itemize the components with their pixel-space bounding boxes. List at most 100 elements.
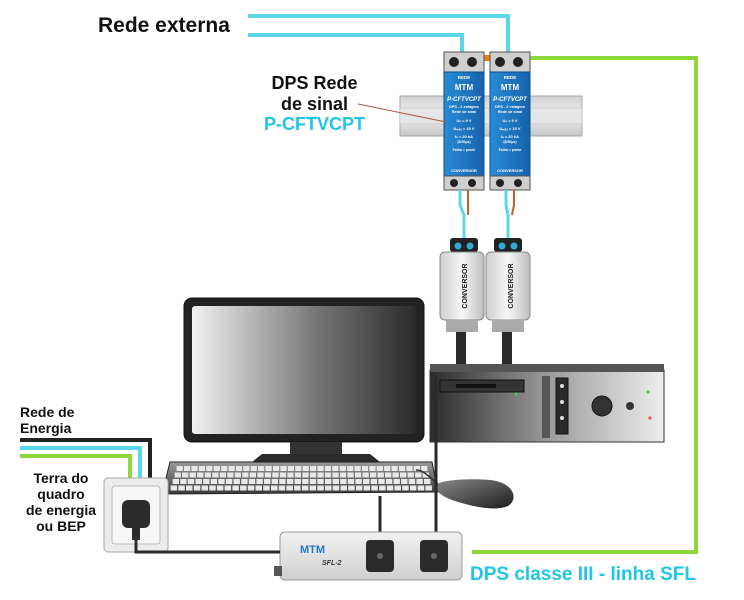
keyboard-key [265,466,272,471]
module-right-desc2: Rede de sinal [498,110,522,114]
keyboard-key [243,466,250,471]
keyboard-key [294,472,302,478]
keyboard-key [228,466,235,471]
keyboard-key [287,466,294,471]
keyboard-key [176,466,183,471]
keyboard-key [355,479,362,484]
module-right-spec4: (8/20μs) [503,140,516,144]
keyboard-key [287,472,294,478]
energy-network-label-line1: Rede de [20,404,75,420]
module-right-spec2: Uₘₐₓ = 15 V [499,126,520,131]
keyboard-key [280,466,287,471]
keyboard-key [302,479,309,484]
dps-class3-label: DPS classe III - linha SFL [470,564,696,585]
ground-label-line1: Terra do [33,470,89,486]
power-strip-model: SFL-2 [322,560,342,567]
ground-label-line2: quadro [37,486,85,503]
keyboard-key [174,472,181,478]
dps-module-right [489,51,531,191]
keyboard-key [317,485,324,491]
keyboard-key [302,466,309,471]
keyboard-key [362,472,369,478]
keyboard-key [340,479,347,484]
module-left-spec4: (8/20μs) [457,140,470,144]
keyboard-key [399,466,406,471]
keyboard-key [407,472,414,478]
keyboard-key [264,472,272,478]
keyboard-key [301,485,309,491]
keyboard-key [219,472,226,478]
energy-network-label-line2: Energia [20,420,72,437]
keyboard-key [302,472,309,478]
module-right-spec3: Iₙ = 20 kA [501,134,519,139]
keyboard-key [197,472,204,478]
keyboard-key [182,472,189,478]
keyboard-key [348,485,355,491]
module-left-model: P-CFTVCPT [447,97,482,103]
keyboard-key [376,466,383,471]
keyboard-key [198,466,205,471]
module-left-spec3: Iₙ = 20 kA [455,134,473,139]
keyboard-key [295,466,302,471]
keyboard-key [385,479,393,484]
keyboard [161,461,439,495]
dps-module-left [443,51,485,191]
keyboard-key [286,479,294,484]
module-left-header: REDE [458,75,471,80]
keyboard-key [273,466,280,471]
keyboard-key [391,466,398,471]
keyboard-key [250,466,257,471]
keyboard-key [394,485,401,491]
module-left-footer: CONVERSOR [451,168,477,173]
keyboard-key [325,485,332,491]
keyboard-key [279,479,286,484]
keyboard-key [386,485,394,491]
keyboard-key [309,472,317,478]
keyboard-key [187,479,195,484]
wall-outlet [103,477,280,554]
keyboard-key [309,485,317,491]
keyboard-key [401,479,408,484]
keyboard-key [241,479,248,484]
keyboard-key [406,466,413,471]
keyboard-key [425,485,432,491]
keyboard-key [355,485,363,491]
keyboard-key [378,479,385,484]
keyboard-key [249,472,256,478]
keyboard-key [363,485,371,491]
keyboard-key [408,479,416,484]
keyboard-key [170,485,178,491]
keyboard-key [184,466,191,471]
keyboard-key [340,485,347,491]
module-left-spec2: Uₘₐₓ = 15 V [453,126,474,131]
keyboard-key [325,479,332,484]
keyboard-key [204,472,211,478]
keyboard-key [180,479,187,484]
module-right-model: P-CFTVCPT [493,97,528,103]
keyboard-key [172,479,179,484]
keyboard-key [279,472,287,478]
keyboard-key [347,479,355,484]
keyboard-key [324,466,331,471]
keyboard-key [206,466,213,471]
keyboard-key [256,479,263,484]
keyboard-key [421,466,428,471]
keyboard-key [218,479,225,484]
keyboard-key [195,479,202,484]
keyboard-key [263,485,270,491]
keyboard-key [393,479,400,484]
keyboard-key [371,485,378,491]
keyboard-key [384,466,391,471]
keyboard-key [271,485,278,491]
keyboard-key [317,472,324,478]
keyboard-key [247,485,255,491]
keyboard-key [255,485,262,491]
keyboard-key [233,479,240,484]
keyboard-key [324,472,332,478]
keyboard-key [257,472,264,478]
keyboard-key [369,466,376,471]
keyboard-key [235,466,243,471]
power-strip: MTM SFL-2 [274,531,463,581]
converter-left: CONVERSOR [439,238,485,374]
